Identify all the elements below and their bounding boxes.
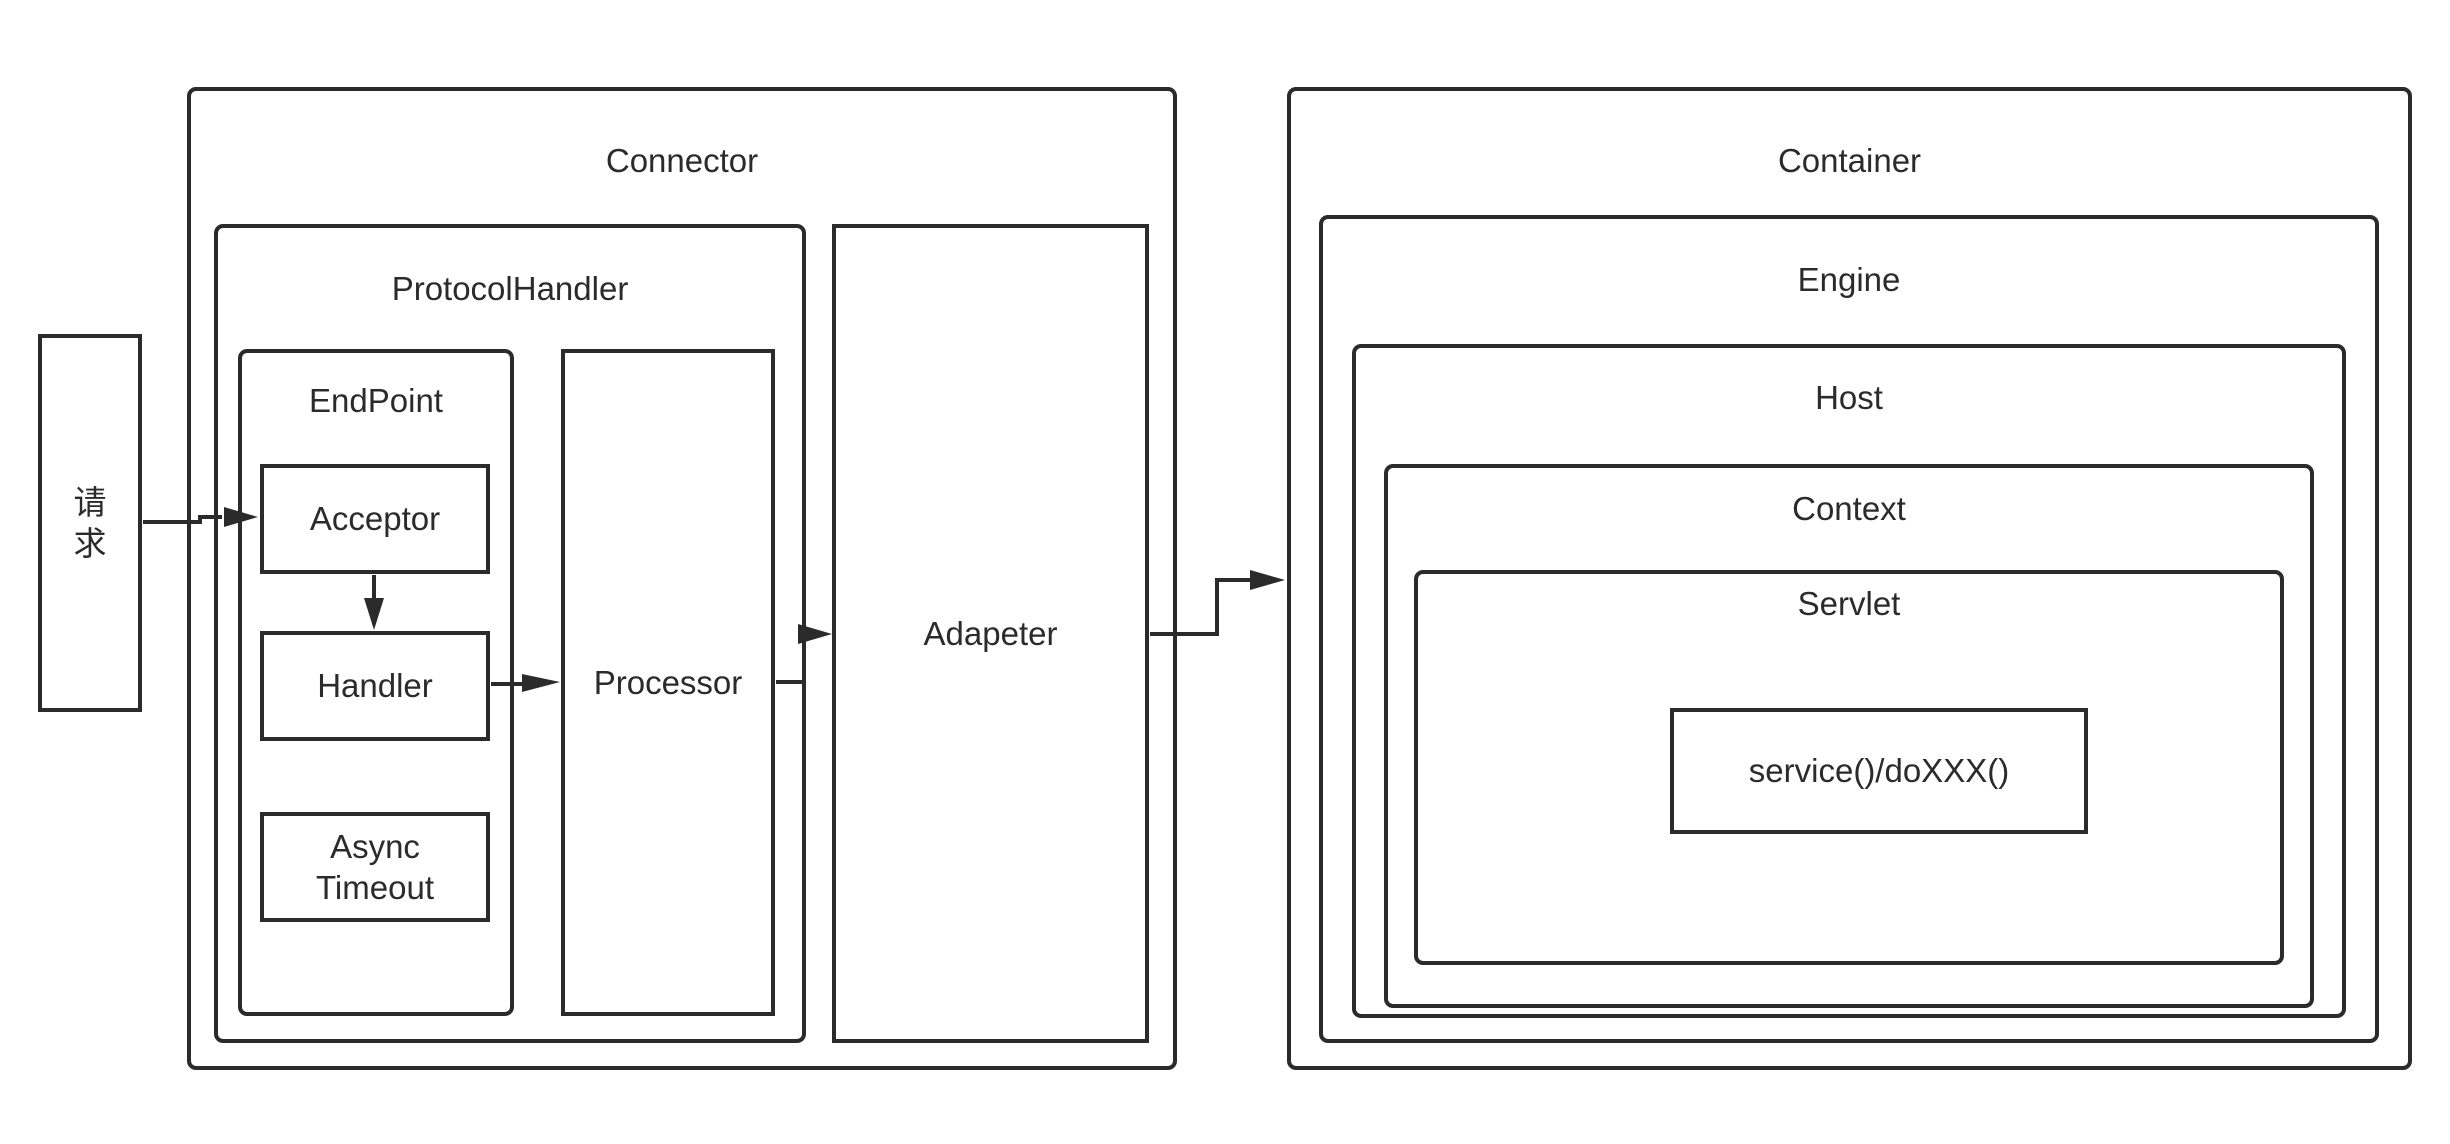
host-box: [1352, 344, 2346, 1018]
protocol-handler-title: ProtocolHandler: [391, 270, 629, 307]
context-title: Context: [1792, 490, 1906, 527]
request-label-line1: 请: [73, 483, 107, 521]
container-title: Container: [1777, 142, 1922, 179]
arrowhead-container: [1250, 570, 1285, 590]
adapter-box: Adapeter: [832, 224, 1149, 1043]
handler-label: Handler: [317, 667, 433, 705]
engine-box: [1319, 215, 2379, 1043]
arrowhead-processor: [522, 674, 560, 692]
servlet-box: [1414, 570, 2284, 965]
processor-box: Processor: [561, 349, 775, 1016]
service-method-box: service()/doXXX(): [1670, 708, 2088, 834]
servlet-title: Servlet: [1797, 585, 1901, 622]
context-box: [1384, 464, 2314, 1008]
host-title: Host: [1815, 379, 1883, 416]
arrowhead-handler: [364, 598, 384, 630]
connector-title: Connector: [605, 142, 759, 179]
arrowhead-adapter: [798, 624, 832, 644]
async-timeout-box: Async Timeout: [260, 812, 490, 922]
async-timeout-label-line2: Timeout: [316, 869, 434, 906]
processor-label: Processor: [593, 663, 743, 701]
acceptor-box: Acceptor: [260, 464, 490, 574]
arrow-request-to-acceptor: [143, 515, 222, 524]
endpoint-title: EndPoint: [309, 382, 443, 419]
container-box: [1287, 87, 2412, 1070]
service-method-label: service()/doXXX(): [1748, 752, 2010, 790]
request-box: 请 求: [38, 334, 142, 712]
arrowhead-acceptor: [224, 507, 258, 527]
request-label-line2: 求: [73, 525, 107, 562]
async-timeout-label-line1: Async: [330, 827, 420, 865]
engine-title: Engine: [1797, 261, 1901, 298]
acceptor-label: Acceptor: [309, 500, 441, 538]
handler-box: Handler: [260, 631, 490, 741]
adapter-label: Adapeter: [923, 614, 1058, 652]
arrow-adapter-to-container: [1150, 578, 1252, 636]
connector-box: [187, 87, 1177, 1070]
